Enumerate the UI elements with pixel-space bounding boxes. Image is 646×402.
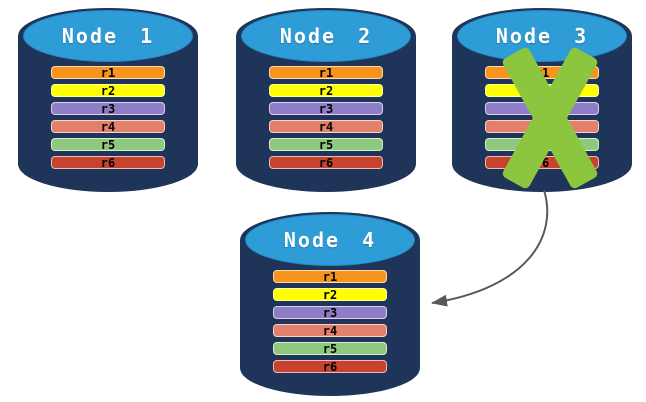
replica-label: r2 (100, 83, 116, 98)
replica-bar-r4: r4 (485, 120, 599, 133)
replica-label: r5 (322, 341, 338, 356)
replica-bars: r1 r2 r3 r4 r5 r6 (485, 66, 599, 174)
replica-label: r2 (318, 83, 334, 98)
node-3: Node 3 r1 r2 r3 r4 r5 r6 (452, 8, 632, 192)
replica-label: r1 (322, 269, 338, 284)
replica-bar-r1: r1 (485, 66, 599, 79)
node-title: Node 4 (283, 228, 377, 252)
replica-bar-r2: r2 (51, 84, 165, 97)
replica-bar-r2: r2 (485, 84, 599, 97)
replica-label: r1 (534, 65, 550, 80)
cylinder-top: Node 4 (245, 214, 415, 266)
replica-bar-r2: r2 (273, 288, 387, 301)
replica-bar-r1: r1 (269, 66, 383, 79)
replica-bars: r1 r2 r3 r4 r5 r6 (269, 66, 383, 174)
cylinder-top: Node 1 (23, 10, 193, 62)
node-1: Node 1 r1 r2 r3 r4 r5 r6 (18, 8, 198, 192)
replica-label: r4 (318, 119, 334, 134)
replica-bar-r2: r2 (269, 84, 383, 97)
replica-bar-r5: r5 (269, 138, 383, 151)
replica-label: r6 (318, 155, 334, 170)
replica-bar-r6: r6 (485, 156, 599, 169)
replica-bar-r5: r5 (485, 138, 599, 151)
replica-label: r3 (534, 101, 550, 116)
replica-bar-r6: r6 (273, 360, 387, 373)
replica-label: r6 (534, 155, 550, 170)
replica-label: r5 (534, 137, 550, 152)
node-2: Node 2 r1 r2 r3 r4 r5 r6 (236, 8, 416, 192)
replica-bar-r6: r6 (269, 156, 383, 169)
replica-label: r6 (100, 155, 116, 170)
replica-bar-r1: r1 (273, 270, 387, 283)
replica-bar-r4: r4 (51, 120, 165, 133)
replica-label: r5 (100, 137, 116, 152)
replica-label: r2 (534, 83, 550, 98)
replica-label: r4 (534, 119, 550, 134)
node-title: Node 1 (61, 24, 155, 48)
node-title: Node 2 (279, 24, 373, 48)
replica-label: r1 (318, 65, 334, 80)
replica-label: r2 (322, 287, 338, 302)
replica-label: r1 (100, 65, 116, 80)
replica-bar-r5: r5 (273, 342, 387, 355)
arrow-curve (431, 189, 549, 307)
replica-label: r6 (322, 359, 338, 374)
replica-bar-r3: r3 (269, 102, 383, 115)
replica-bars: r1 r2 r3 r4 r5 r6 (273, 270, 387, 378)
replica-bar-r5: r5 (51, 138, 165, 151)
replica-label: r4 (322, 323, 338, 338)
replica-label: r4 (100, 119, 116, 134)
cylinder-top: Node 3 (457, 10, 627, 62)
replica-bar-r6: r6 (51, 156, 165, 169)
replica-bar-r4: r4 (269, 120, 383, 133)
replica-bar-r1: r1 (51, 66, 165, 79)
replica-bars: r1 r2 r3 r4 r5 r6 (51, 66, 165, 174)
replica-bar-r3: r3 (485, 102, 599, 115)
replica-label: r3 (100, 101, 116, 116)
replica-bar-r3: r3 (273, 306, 387, 319)
replica-label: r3 (318, 101, 334, 116)
cylinder-top: Node 2 (241, 10, 411, 62)
replica-label: r5 (318, 137, 334, 152)
node-4: Node 4 r1 r2 r3 r4 r5 r6 (240, 212, 420, 396)
replica-bar-r3: r3 (51, 102, 165, 115)
replica-label: r3 (322, 305, 338, 320)
node-title: Node 3 (495, 24, 589, 48)
replica-bar-r4: r4 (273, 324, 387, 337)
